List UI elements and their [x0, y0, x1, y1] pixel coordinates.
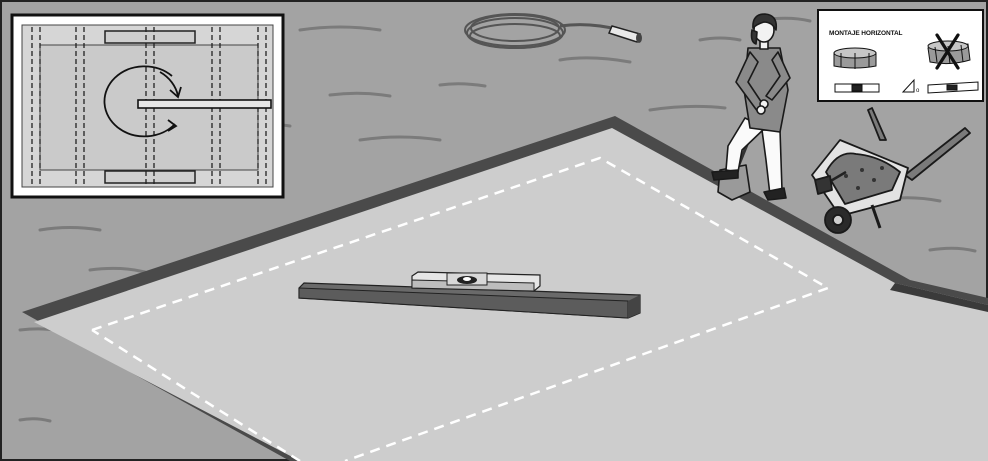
rotation-inset: [12, 15, 283, 197]
horizontal-mounting-inset: MONTAJE HORIZONTAL o: [818, 10, 983, 101]
spirit-level: [412, 272, 540, 291]
level-bar-good: [835, 84, 879, 92]
level-pool-drawing: [834, 48, 876, 69]
mounting-inset-label: MONTAJE HORIZONTAL: [829, 30, 903, 37]
